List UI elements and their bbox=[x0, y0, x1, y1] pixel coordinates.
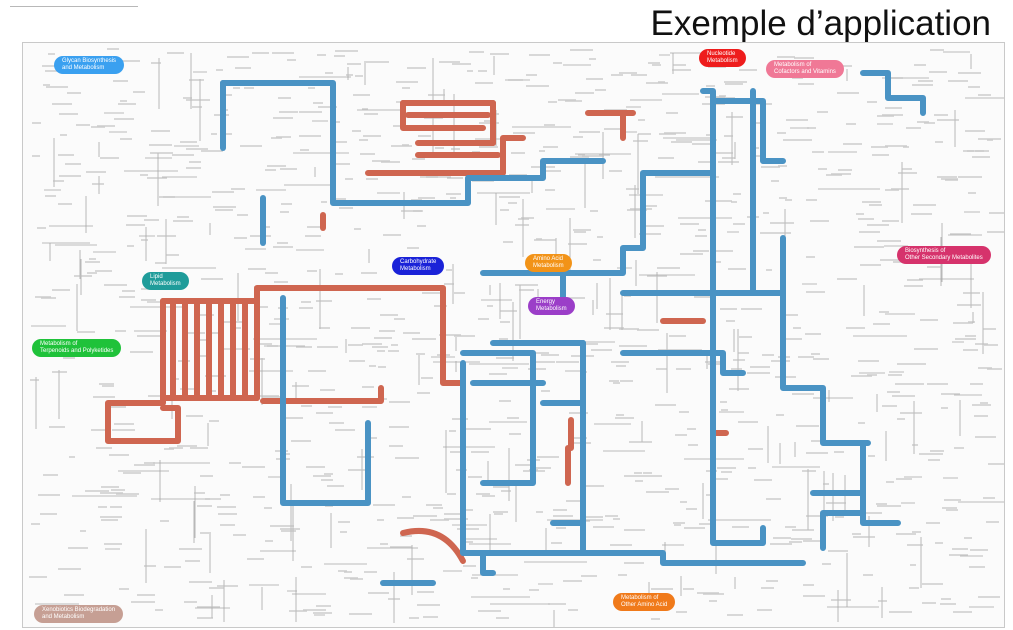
pathway-network bbox=[23, 43, 1004, 627]
category-line1: Metabolism of bbox=[40, 341, 77, 347]
category-line1: Glycan Biosynthesis bbox=[62, 58, 116, 64]
blue-pathway-20 bbox=[823, 513, 863, 548]
red-pathway-2 bbox=[108, 343, 178, 441]
category-line1: Biosynthesis of bbox=[905, 248, 945, 254]
category-line1: Metabolism of bbox=[774, 62, 811, 68]
category-line1: Nucleotide bbox=[707, 51, 735, 57]
slide-title: Exemple d’application bbox=[651, 2, 991, 46]
red-pathway-11 bbox=[588, 113, 633, 138]
category-other-amino-acid-label[interactable]: Metabolism of Other Amino Acid bbox=[613, 593, 675, 611]
blue-pathway-4 bbox=[463, 353, 533, 483]
category-line1: Xenobiotics Biodegradation bbox=[42, 607, 115, 613]
category-secondary-metabolites-label[interactable]: Biosynthesis of Other Secondary Metaboli… bbox=[897, 246, 991, 264]
category-line2: Metabolism bbox=[707, 58, 738, 64]
blue-pathway-8 bbox=[713, 101, 783, 161]
category-terpenoids-label[interactable]: Metabolism of Terpenoids and Polyketides bbox=[32, 339, 121, 357]
red-pathway-6 bbox=[568, 420, 571, 483]
category-cofactors-label[interactable]: Metabolism of Cofactors and Vitamins bbox=[766, 60, 844, 78]
blue-pathway-6 bbox=[483, 173, 713, 273]
category-line2: and Metabolism bbox=[42, 614, 84, 620]
blue-pathway-11 bbox=[863, 73, 923, 113]
category-glycan-label[interactable]: Glycan Biosynthesis and Metabolism bbox=[54, 56, 124, 74]
metabolic-pathway-map: Glycan Biosynthesis and Metabolism Nucle… bbox=[22, 42, 1005, 628]
blue-pathway-5 bbox=[543, 403, 583, 523]
category-line1: Energy bbox=[536, 299, 555, 305]
category-line2: and Metabolism bbox=[62, 65, 104, 71]
category-line2: Other Secondary Metabolites bbox=[905, 255, 983, 261]
red-pathway-0 bbox=[163, 301, 257, 398]
blue-pathway-14 bbox=[623, 283, 783, 293]
category-energy-label[interactable]: Energy Metabolism bbox=[528, 297, 575, 315]
blue-pathway-12 bbox=[623, 353, 743, 373]
category-line2: Metabolism bbox=[150, 281, 181, 287]
category-line2: Cofactors and Vitamins bbox=[774, 69, 836, 75]
blue-pathway-16 bbox=[863, 443, 898, 523]
blue-pathway-13 bbox=[583, 343, 803, 563]
category-line2: Other Amino Acid bbox=[621, 602, 667, 608]
blue-pathway-17 bbox=[473, 343, 583, 383]
category-line2: Metabolism bbox=[536, 306, 567, 312]
category-carbohydrate-label[interactable]: Carbohydrate Metabolism bbox=[392, 257, 444, 275]
category-line2: Metabolism bbox=[400, 266, 431, 272]
category-line1: Amino Acid bbox=[533, 256, 563, 262]
category-line2: Terpenoids and Polyketides bbox=[40, 348, 113, 354]
category-xenobiotics-label[interactable]: Xenobiotics Biodegradation and Metabolis… bbox=[34, 605, 123, 623]
category-amino-acid-label[interactable]: Amino Acid Metabolism bbox=[525, 254, 572, 272]
category-nucleotide-label[interactable]: Nucleotide Metabolism bbox=[699, 49, 746, 67]
category-lipid-label[interactable]: Lipid Metabolism bbox=[142, 272, 189, 290]
blue-pathway-10 bbox=[783, 238, 868, 443]
category-line2: Metabolism bbox=[533, 263, 564, 269]
category-line1: Lipid bbox=[150, 274, 163, 280]
category-line1: Carbohydrate bbox=[400, 259, 436, 265]
slide-header-rule bbox=[10, 6, 138, 7]
category-line1: Metabolism of bbox=[621, 595, 658, 601]
